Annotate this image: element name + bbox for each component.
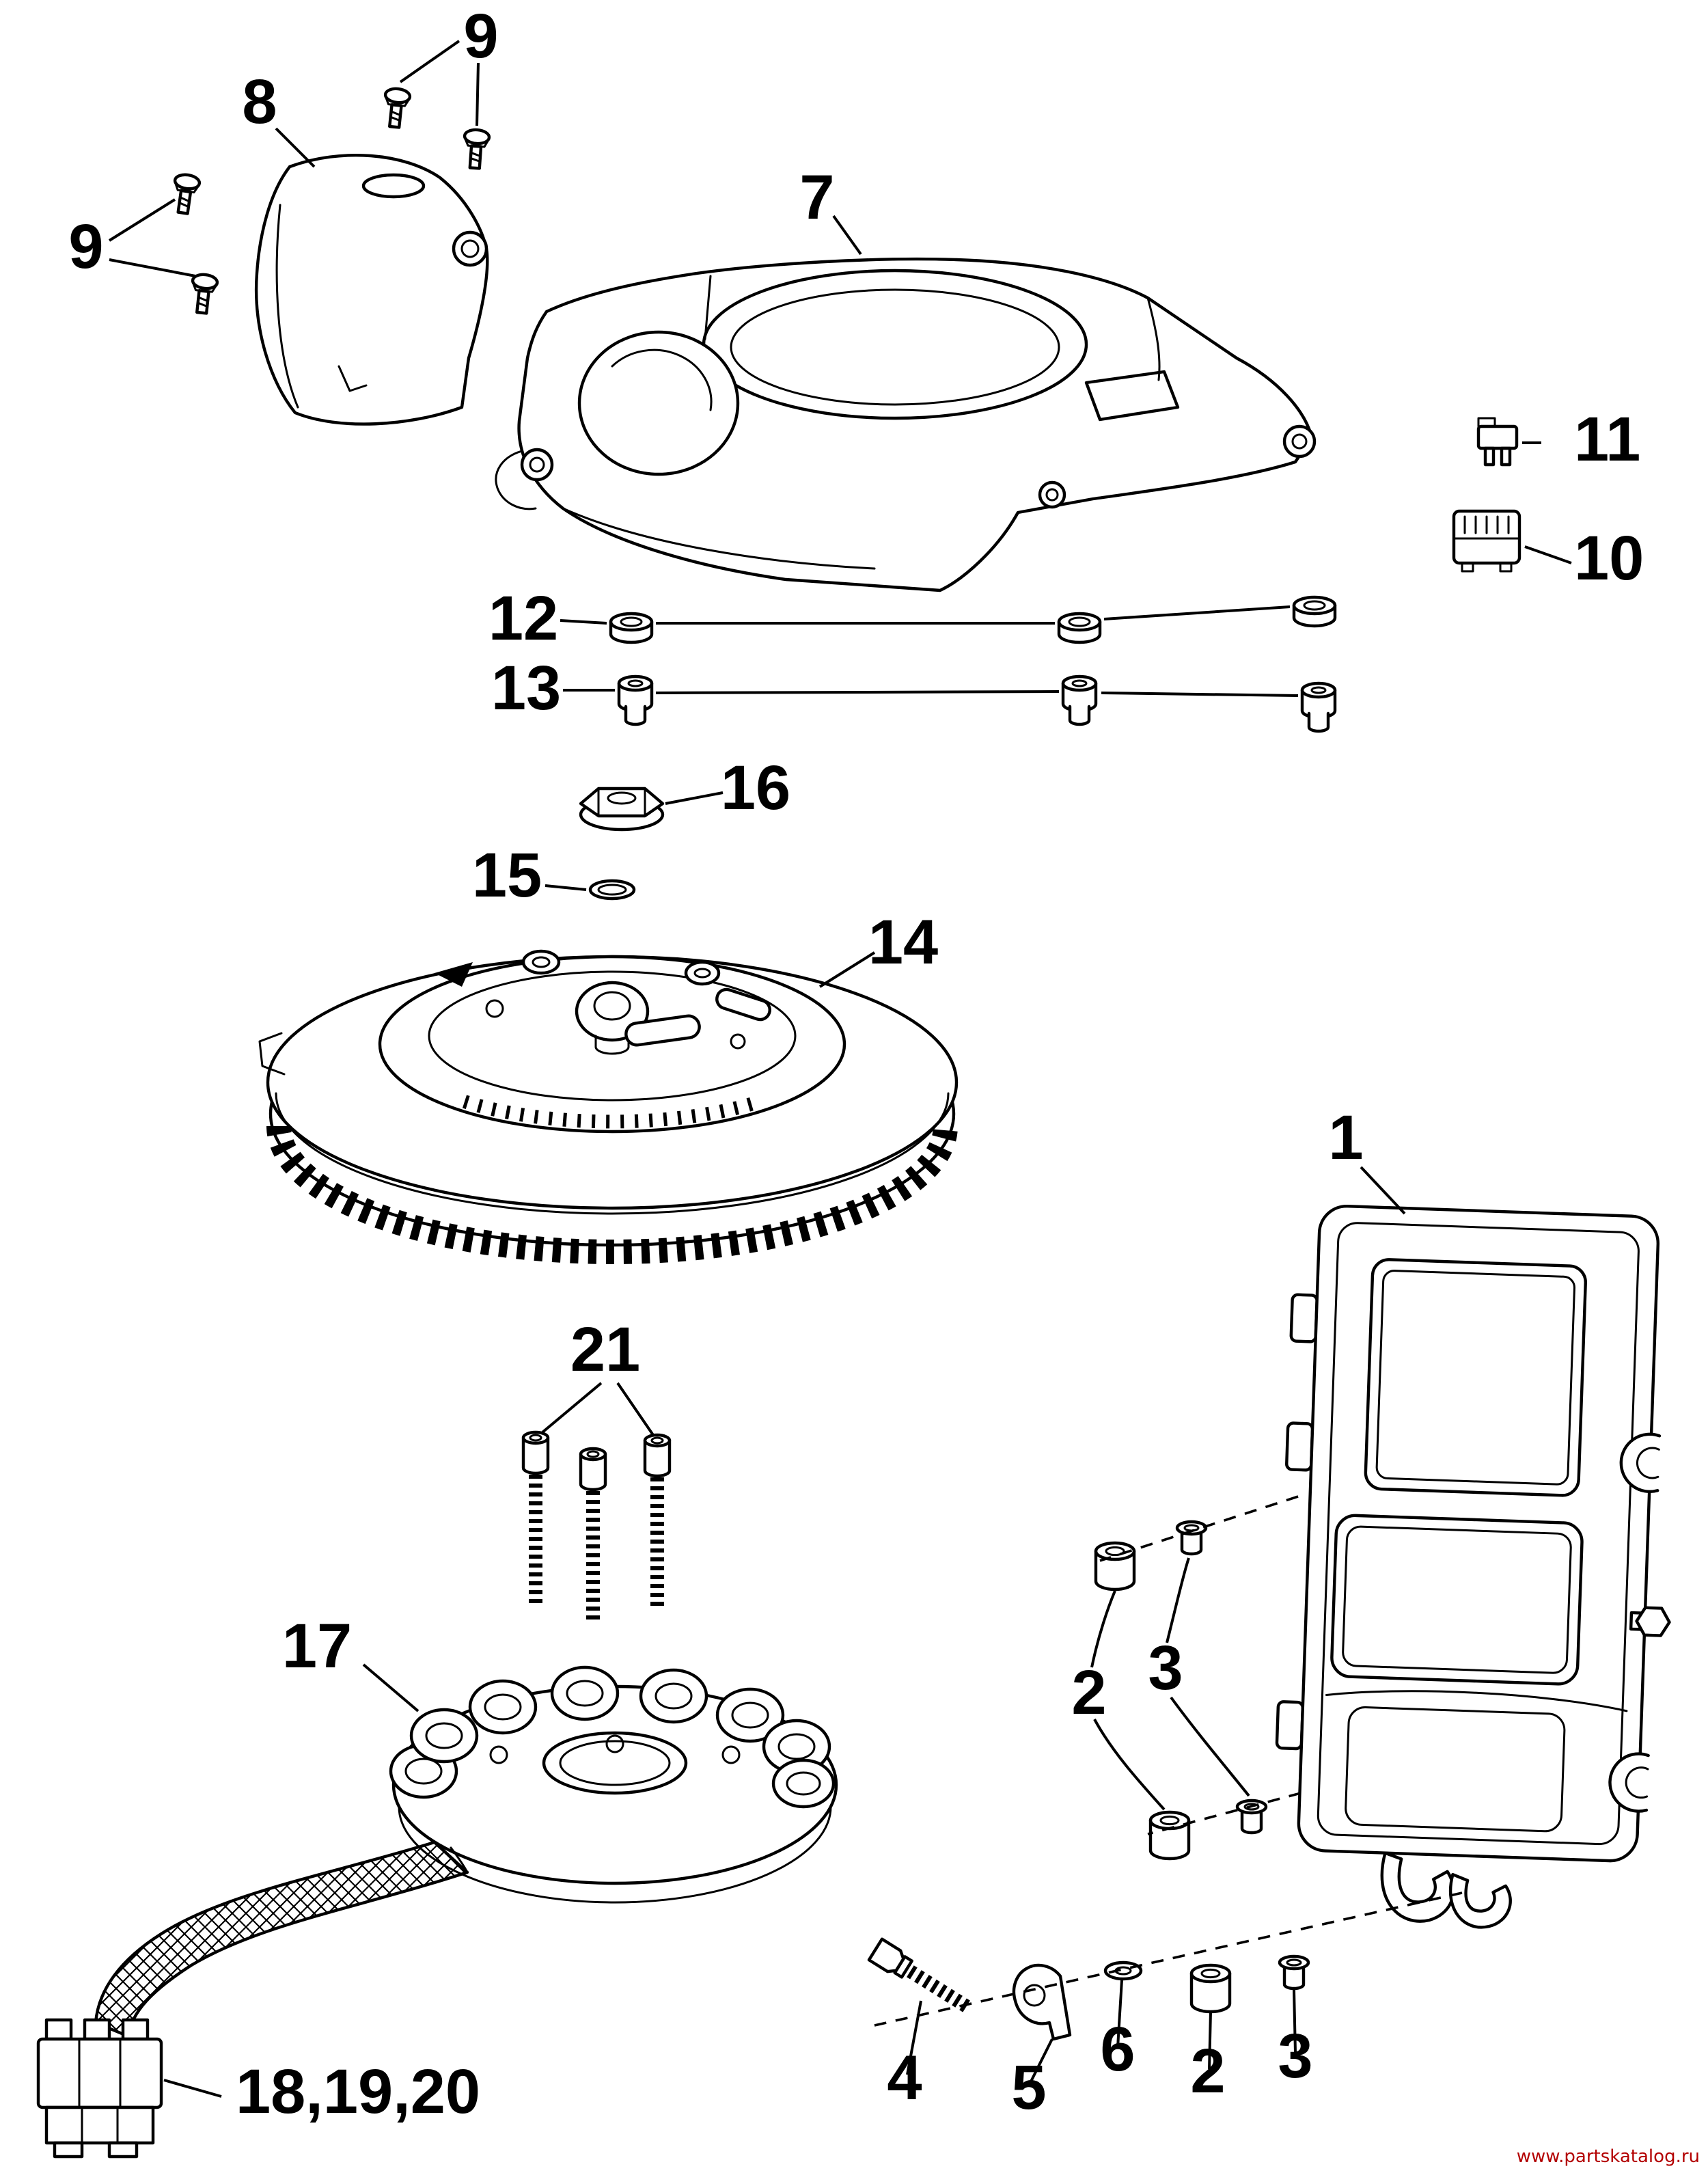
bolt-part-4	[867, 1937, 972, 2014]
callout-16: 16	[721, 753, 790, 823]
washer-part-15	[588, 879, 636, 901]
sleeves-part-3	[1177, 1522, 1308, 1988]
callout-9-top: 9	[463, 1, 498, 71]
ecm-box-part-1	[1275, 1204, 1671, 1929]
grommets-part-12	[611, 597, 1335, 642]
callout-13: 13	[491, 653, 561, 723]
mount-grommets-part-2	[1096, 1543, 1230, 2012]
callout-3-upper: 3	[1148, 1633, 1183, 1703]
stator-part-17	[389, 1665, 838, 1904]
cover-part-8	[255, 154, 489, 426]
callout-15: 15	[472, 840, 542, 910]
callout-14: 14	[868, 907, 938, 977]
callout-21: 21	[570, 1315, 640, 1384]
callout-1: 1	[1328, 1103, 1363, 1173]
washer-part-6	[1105, 1963, 1141, 1979]
flywheel-nut-part-16	[579, 787, 665, 832]
callout-6: 6	[1100, 2014, 1135, 2084]
flywheel-cover-part-7	[495, 257, 1317, 592]
connector-part-18-19-20	[36, 2018, 163, 2159]
callout-17: 17	[282, 1611, 352, 1681]
clamp-part-5	[1012, 1963, 1072, 2041]
callout-5: 5	[1011, 2053, 1046, 2122]
callout-8: 8	[242, 67, 277, 137]
flywheel-part-14	[258, 949, 959, 1264]
bolts-part-21	[523, 1432, 670, 1621]
dashed-alignment-lines	[874, 1495, 1463, 2027]
callout-2-upper: 2	[1071, 1658, 1106, 1727]
callout-labels: 9 8 9 7 11 10 12 13 16 15 14 1 21 17 2 3…	[68, 1, 1644, 2127]
callout-7: 7	[799, 163, 834, 232]
fuse-holder-part-10	[1452, 509, 1521, 573]
bolts-part-13	[619, 676, 1335, 731]
callout-4: 4	[887, 2043, 922, 2113]
callout-9-left: 9	[68, 212, 103, 282]
watermark-text: www.partskatalog.ru	[1517, 2146, 1700, 2167]
callout-12: 12	[488, 584, 558, 653]
callout-2-lower: 2	[1190, 2036, 1225, 2106]
fuse-part-11	[1476, 417, 1519, 467]
callout-10: 10	[1574, 523, 1644, 593]
callout-18-19-20: 18,19,20	[236, 2057, 480, 2127]
callout-11: 11	[1574, 405, 1640, 474]
callout-3-lower: 3	[1278, 2021, 1312, 2091]
wire-harness	[94, 1840, 469, 2038]
leader-lines	[108, 40, 1572, 2098]
